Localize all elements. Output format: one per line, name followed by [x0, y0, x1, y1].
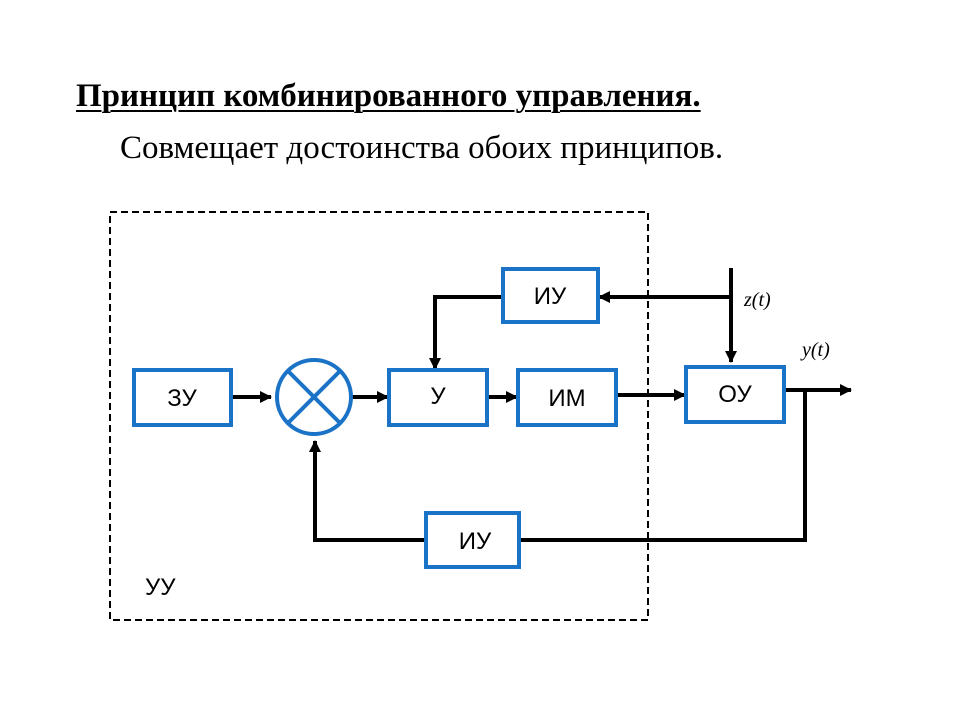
block-iu-feedback: ИУ	[424, 511, 521, 569]
block-u-label: У	[430, 383, 446, 410]
line-feedback-to-comparator	[309, 440, 425, 542]
block-im: ИМ	[516, 368, 618, 427]
block-zu: ЗУ	[132, 368, 233, 427]
block-iu-disturbance: ИУ	[501, 267, 600, 324]
block-iu-disturbance-label: ИУ	[534, 283, 567, 310]
comparator	[275, 358, 353, 436]
output-label: y(t)	[800, 339, 830, 361]
block-ou-label: ОУ	[718, 381, 752, 408]
block-im-label: ИМ	[548, 385, 585, 412]
line-feedback-return	[520, 390, 807, 542]
block-ou: ОУ	[684, 365, 786, 424]
control-device-boundary	[109, 211, 649, 621]
block-zu-label: ЗУ	[167, 385, 197, 412]
block-iu-feedback-label: ИУ	[459, 528, 492, 555]
disturbance-label: z(t)	[743, 289, 771, 311]
slide-title: Принцип комбинированного управления.	[76, 78, 701, 114]
slide-subtitle: Совмещает достоинства обоих принципов.	[120, 130, 724, 166]
control-device-label: УУ	[145, 574, 176, 601]
line-iu-to-u	[429, 295, 502, 370]
block-u: У	[387, 368, 489, 427]
